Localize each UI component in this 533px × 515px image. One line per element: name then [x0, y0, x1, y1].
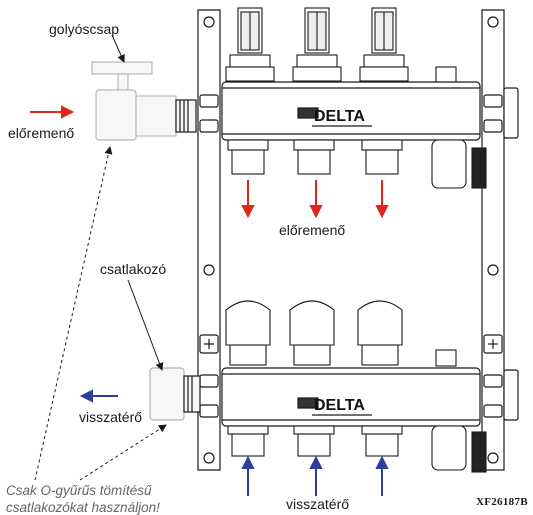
leader-lines: [34, 34, 167, 481]
lower-manifold: [221, 367, 481, 427]
return-label-left: visszatérő: [79, 409, 143, 425]
upper-outlets: [227, 139, 487, 189]
supply-arrows: [30, 105, 389, 219]
o-ring-note-line2: csatlakozókat használjon!: [6, 500, 160, 515]
supply-label-middle: előremenő: [279, 222, 346, 238]
flow-meters: [225, 7, 457, 86]
ball-valve-label: golyóscsap: [49, 21, 120, 37]
return-arrows: [79, 389, 389, 496]
right-bracket: [481, 9, 519, 471]
lower-brand: DELTA: [314, 397, 365, 414]
o-ring-note-line1: Csak O-gyűrűs tömítésű: [6, 483, 152, 498]
lower-outlets: [227, 425, 487, 473]
connector-fitting: [149, 367, 201, 421]
left-bracket: [197, 9, 221, 471]
supply-label-left: előremenő: [8, 125, 75, 141]
o-ring-note: Csak O-gyűrűs tömítésű csatlakozókat has…: [6, 482, 246, 515]
return-label-bottom: visszatérő: [286, 496, 350, 512]
upper-brand: DELTA: [314, 108, 365, 125]
ball-valve: [91, 61, 197, 141]
drawing-code: XF26187B: [476, 496, 528, 508]
lower-valve-caps: [225, 300, 457, 367]
upper-manifold: [221, 81, 481, 141]
connector-label: csatlakozó: [100, 261, 167, 277]
